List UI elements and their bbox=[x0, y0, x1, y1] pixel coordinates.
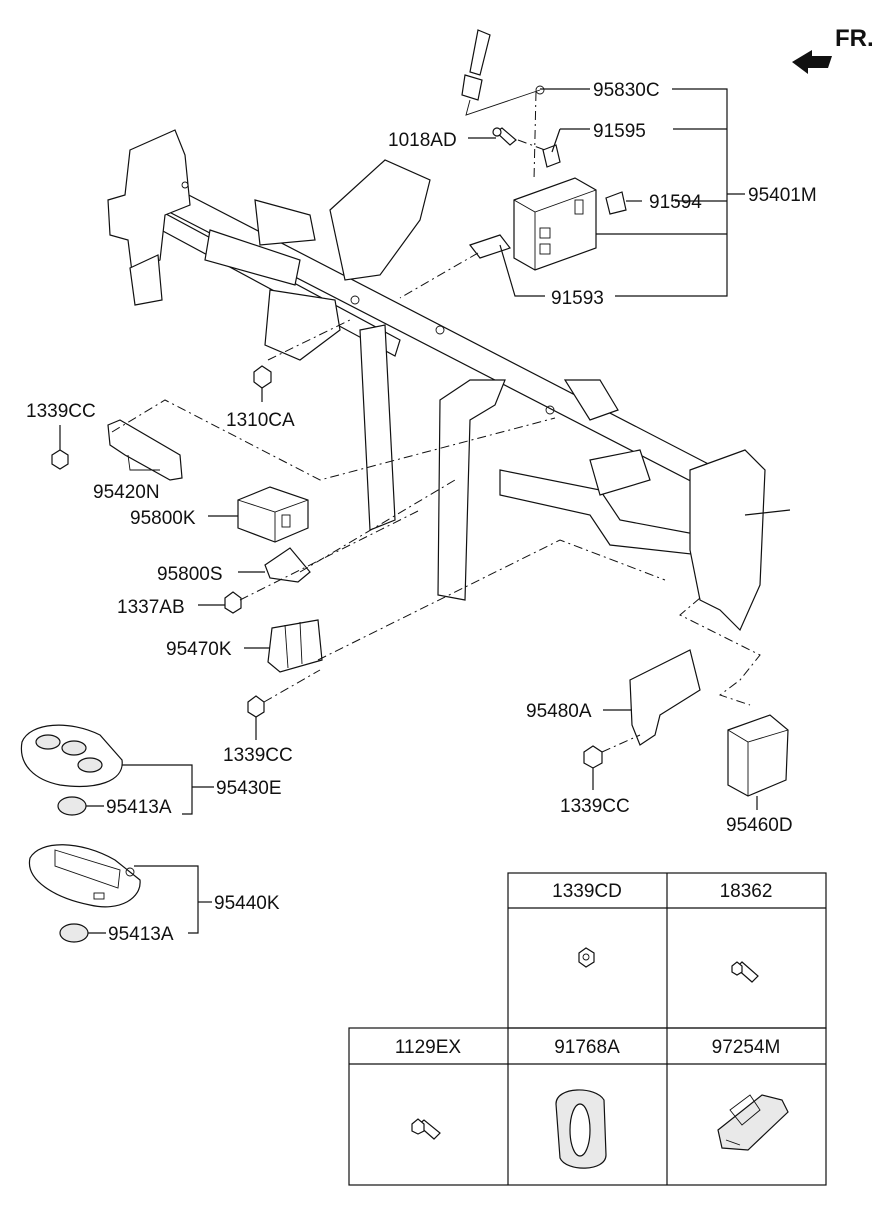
callout-95420N: 95420N bbox=[93, 482, 160, 503]
battery-95413A-upper bbox=[57, 796, 87, 816]
bolt-1129EX-icon bbox=[411, 1118, 441, 1140]
callout-91595: 91595 bbox=[593, 121, 646, 142]
cowl-crossmember-assembly bbox=[107, 129, 791, 632]
bracket-95800S bbox=[264, 547, 311, 583]
callout-1339CC-right: 1339CC bbox=[560, 796, 630, 817]
bracket-95480A bbox=[629, 649, 701, 746]
callout-labels: 95830C 1018AD 91595 91594 95401M 91593 1… bbox=[26, 80, 817, 945]
callout-95800S: 95800S bbox=[157, 564, 223, 585]
attachment-dashed-lines bbox=[111, 91, 761, 753]
nut-1339CC-upper bbox=[51, 449, 69, 470]
module-95470K bbox=[267, 619, 323, 673]
nut-1337AB bbox=[224, 591, 242, 614]
front-arrow-icon bbox=[792, 50, 832, 74]
clip-97254M-icon bbox=[717, 1094, 789, 1151]
leader-lines bbox=[59, 88, 758, 934]
callout-95470K: 95470K bbox=[166, 639, 232, 660]
table-header-1129EX: 1129EX bbox=[395, 1037, 462, 1058]
table-header-18362: 18362 bbox=[720, 881, 773, 902]
grommet-91768A-icon bbox=[555, 1089, 607, 1169]
table-header-97254M: 97254M bbox=[712, 1037, 781, 1058]
smart-key-95440K bbox=[28, 844, 141, 908]
module-95401M bbox=[513, 177, 597, 271]
callout-95480A: 95480A bbox=[526, 701, 592, 722]
callout-1337AB: 1337AB bbox=[117, 597, 185, 618]
nut-1339CC-lower bbox=[247, 695, 265, 718]
callout-91593: 91593 bbox=[551, 288, 604, 309]
front-direction-indicator: FR. bbox=[792, 25, 874, 74]
callout-95430E: 95430E bbox=[216, 778, 282, 799]
front-label: FR. bbox=[835, 25, 874, 52]
callout-95401M: 95401M bbox=[748, 185, 817, 206]
callout-95460D: 95460D bbox=[726, 815, 793, 836]
callout-95413A-upper: 95413A bbox=[106, 797, 172, 818]
nut-1339CD-icon bbox=[578, 947, 595, 968]
nut-1310CA bbox=[253, 365, 272, 389]
remote-key-95430E bbox=[20, 724, 123, 788]
callout-1018AD: 1018AD bbox=[388, 130, 457, 151]
antenna-95830C bbox=[461, 29, 545, 116]
table-header-1339CD: 1339CD bbox=[552, 881, 622, 902]
callout-95830C: 95830C bbox=[593, 80, 660, 101]
table-header-91768A: 91768A bbox=[554, 1037, 620, 1058]
bracket-91595 bbox=[542, 144, 561, 168]
bracket-95420N bbox=[107, 419, 183, 481]
callout-95800K: 95800K bbox=[130, 508, 196, 529]
callout-95413A-lower: 95413A bbox=[108, 924, 174, 945]
callout-1310CA: 1310CA bbox=[226, 410, 295, 431]
callout-1339CC-lower: 1339CC bbox=[223, 745, 293, 766]
callout-91594: 91594 bbox=[649, 192, 702, 213]
battery-95413A-lower bbox=[59, 923, 89, 943]
nut-1339CC-right bbox=[583, 745, 603, 769]
module-95460D bbox=[727, 714, 789, 797]
bolt-1018AD bbox=[492, 127, 517, 146]
bolt-18362-icon bbox=[731, 961, 759, 983]
parts-table: 1339CD 18362 1129EX 91768A 97254M bbox=[348, 872, 827, 1186]
module-95800K bbox=[237, 486, 309, 543]
bracket-91594 bbox=[605, 191, 627, 215]
callout-1339CC-upper: 1339CC bbox=[26, 401, 96, 422]
callout-95440K: 95440K bbox=[214, 893, 280, 914]
